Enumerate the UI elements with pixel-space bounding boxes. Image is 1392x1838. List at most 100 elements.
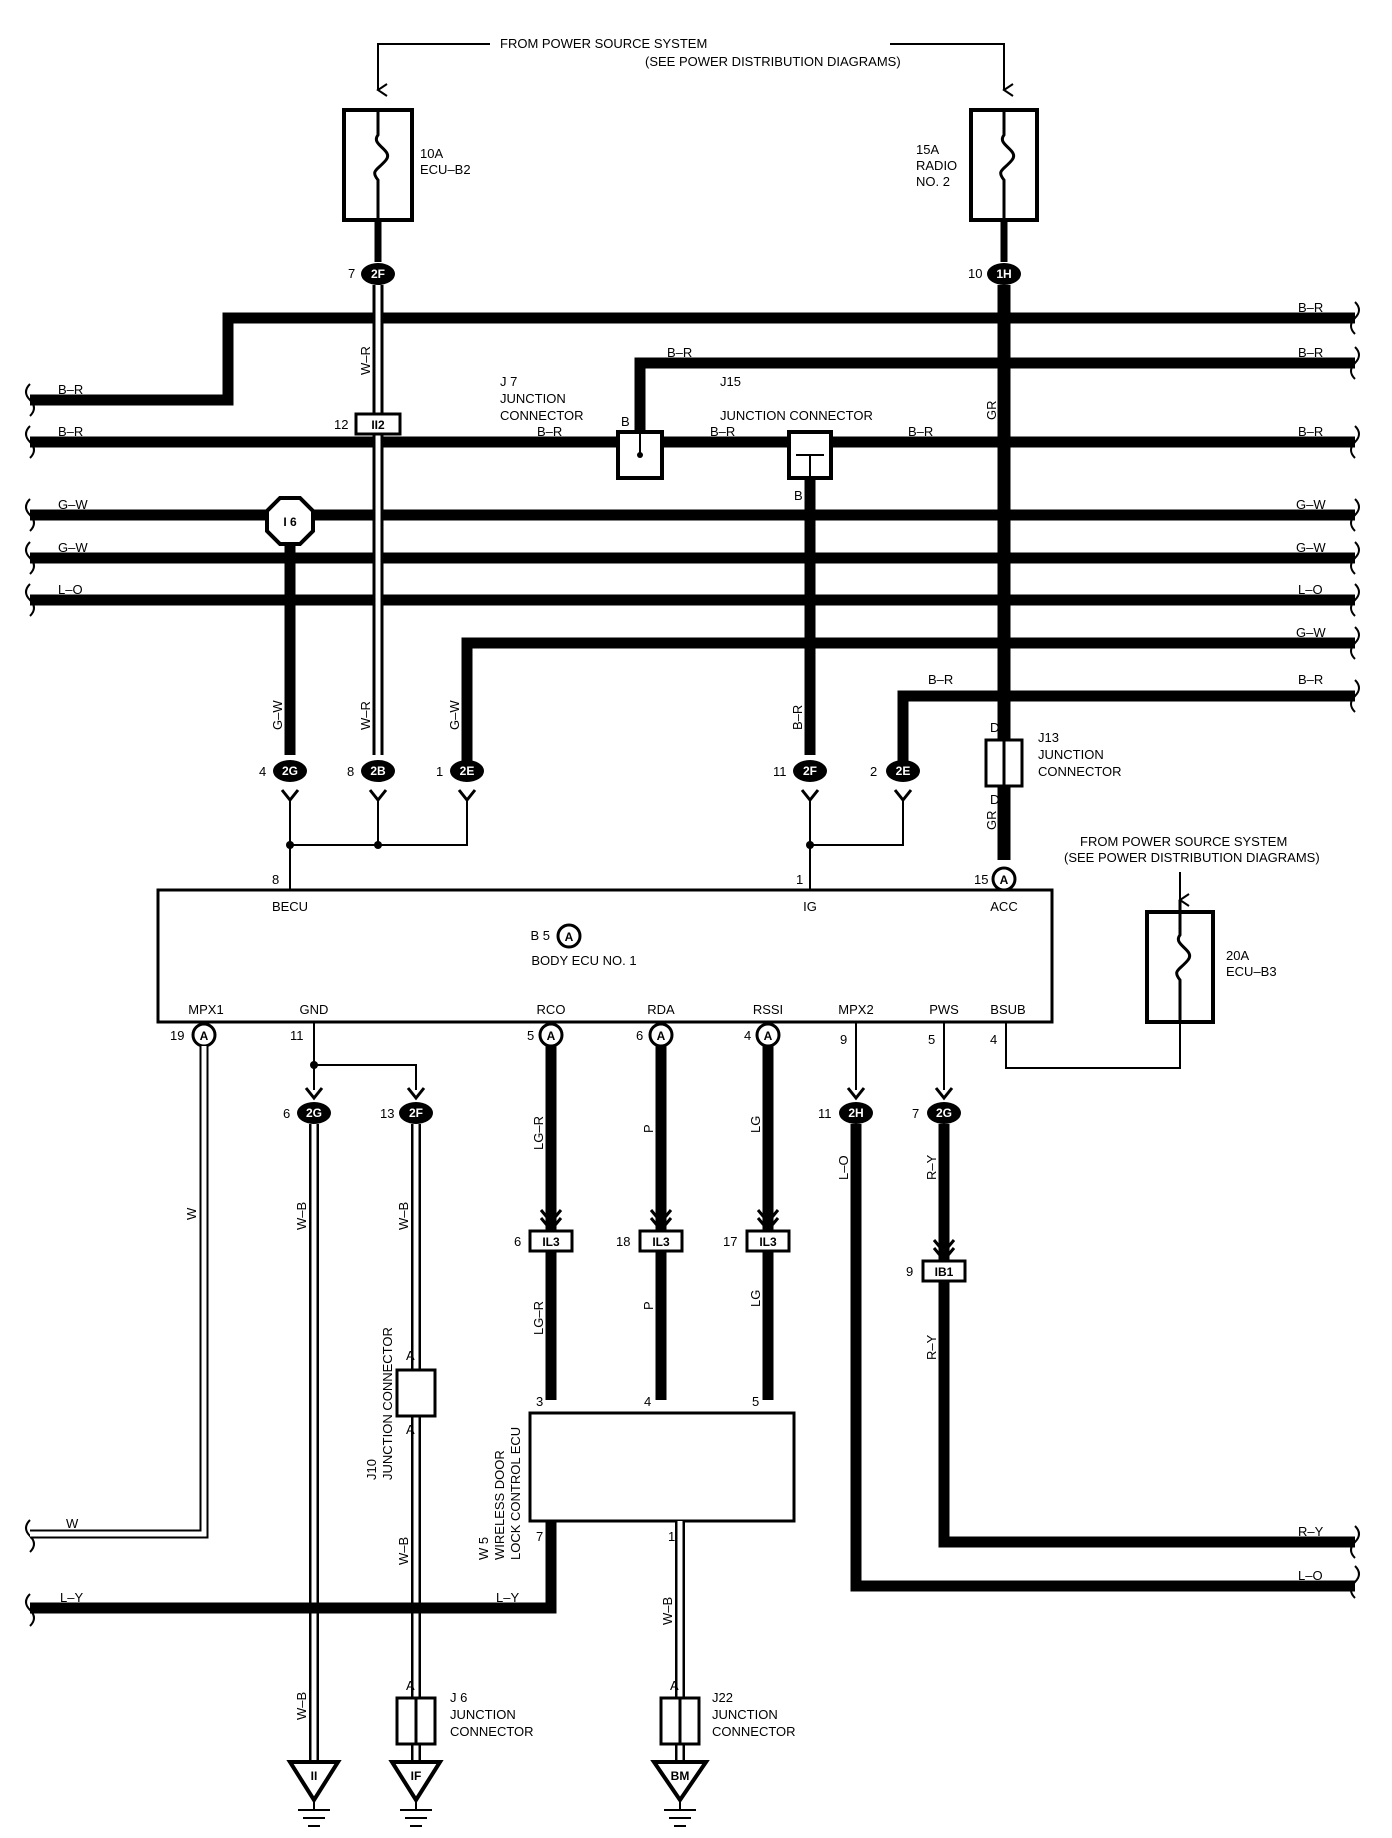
junction-id: J22 <box>712 1690 733 1705</box>
fuse-rating: 15A <box>916 142 939 157</box>
wire-label: LG–R <box>531 1116 546 1150</box>
connector-code: 2F <box>803 764 817 778</box>
connector-2g-in: 2G 4 <box>259 760 307 803</box>
ground-icon <box>298 1800 330 1827</box>
connector-code: IB1 <box>935 1265 954 1279</box>
wire-label: W–B <box>396 1202 411 1230</box>
wire-l-o-mpx2: 2H 11 L–O L–O <box>818 1022 1355 1592</box>
wire-label: W–B <box>294 1202 309 1230</box>
terminal-rco: RCO <box>537 1002 566 1017</box>
wire-label: W–R <box>358 346 373 375</box>
pin-number: 4 <box>259 764 266 779</box>
wire-label: B–R <box>1298 345 1323 360</box>
ground-code: IF <box>411 1769 422 1783</box>
arrow-icon <box>304 1087 324 1101</box>
junction-pin: B <box>600 435 609 450</box>
wire-gw-i6: G–W <box>270 540 296 755</box>
fuse-name: ECU–B3 <box>1226 964 1277 979</box>
wire-label: L–O <box>58 582 83 597</box>
wire-label: P <box>641 1301 656 1310</box>
pin-number: 3 <box>536 1394 543 1409</box>
junction-label: JUNCTION <box>500 391 566 406</box>
wire-label: L–O <box>1298 1568 1323 1583</box>
pin-number: 10 <box>968 266 982 281</box>
ecu-id: W 5 <box>476 1537 491 1560</box>
pin-number: 2 <box>870 764 877 779</box>
wire-r-y-pws: 2G 7 IB1 9 R–Y R–Y R–Y <box>906 1022 1355 1548</box>
ecu-input-connectors: 2G 4 2B 8 2E 1 2F 11 2E 2 <box>259 760 920 803</box>
junction-label: JUNCTION CONNECTOR <box>380 1327 395 1480</box>
pin-number: 4 <box>744 1028 751 1043</box>
pin-number: 17 <box>723 1234 737 1249</box>
connector-acc: A 15 <box>974 866 1017 892</box>
wire-label: P <box>641 1124 656 1133</box>
wireless-door-lock-ecu: 3 4 5 7 1 W 5 WIRELESS DOOR LOCK CONTROL… <box>476 1394 796 1560</box>
connector-2e-in: 2E 1 <box>436 760 484 803</box>
fuse-rating: 20A <box>1226 948 1249 963</box>
pin-number: 4 <box>990 1032 997 1047</box>
wire-label: L–O <box>1298 582 1323 597</box>
connector-code: 2F <box>371 267 385 281</box>
ground-code: BM <box>671 1769 690 1783</box>
junction-pin: B <box>621 414 630 429</box>
pin-number: 7 <box>348 266 355 281</box>
pin-number: 9 <box>840 1032 847 1047</box>
fuse-element-icon <box>999 110 1016 220</box>
right-power-source: FROM POWER SOURCE SYSTEM (SEE POWER DIST… <box>1005 834 1320 1069</box>
connector-il3-b: IL3 18 <box>616 1229 684 1253</box>
fuse-element-icon <box>1175 900 1192 1022</box>
ecu-name: WIRELESS DOOR <box>492 1450 507 1560</box>
wire-br-row4 <box>897 690 1355 770</box>
fuse-rating: 10A <box>420 146 443 161</box>
wire-label: G–W <box>270 700 285 730</box>
connector-2g-bottom: 2G 6 <box>283 1102 331 1124</box>
wire-label: GR <box>984 811 999 831</box>
wire-label: G–W <box>1296 497 1326 512</box>
pin-number: 5 <box>928 1032 935 1047</box>
pin-number: 11 <box>290 1028 304 1043</box>
ecu-output-pins: A 19 11 A 5 A 6 A 4 9 5 4 <box>170 1022 997 1048</box>
pin-number: 6 <box>514 1234 521 1249</box>
connector-code: A <box>565 930 574 944</box>
connector-code: 1H <box>996 267 1011 281</box>
junction-label: CONNECTOR <box>712 1724 796 1739</box>
arrow-icon <box>406 1087 426 1101</box>
ecu-id: B 5 <box>530 928 550 943</box>
source-label-right-2: (SEE POWER DISTRIBUTION DIAGRAMS) <box>1064 850 1320 865</box>
junction-j22: A J22 JUNCTION CONNECTOR <box>659 1678 796 1746</box>
wire-label: B–R <box>1298 424 1323 439</box>
terminal-pws: PWS <box>929 1002 959 1017</box>
junction-id: J 6 <box>450 1690 467 1705</box>
connector-code: 2G <box>282 764 298 778</box>
junction-id: J 7 <box>500 374 517 389</box>
connector-code: A <box>764 1029 773 1043</box>
wire-label: G–W <box>1296 540 1326 555</box>
connector-2f-bottom: 2F 13 <box>380 1102 433 1124</box>
junction-pin: D <box>990 792 999 807</box>
wire-label: B–R <box>537 424 562 439</box>
wire-gnd-split <box>313 1030 417 1090</box>
junction-label: JUNCTION <box>450 1707 516 1722</box>
junction-label: CONNECTOR <box>1038 764 1122 779</box>
connector-2b-in: 2B 8 <box>347 760 395 803</box>
junction-j15: J15 JUNCTION CONNECTOR B B B <box>720 374 873 503</box>
wire-label: B–R <box>710 424 735 439</box>
wire-label: LG <box>748 1116 763 1133</box>
wire-label: W–B <box>396 1537 411 1565</box>
pin-number: 18 <box>616 1234 630 1249</box>
connector-code: A <box>657 1029 666 1043</box>
pin-number: 9 <box>906 1264 913 1279</box>
junction-pin: A <box>406 1348 415 1363</box>
wire-label: G–W <box>447 700 462 730</box>
connector-code: A <box>547 1029 556 1043</box>
terminal-ig: IG <box>803 899 817 914</box>
wire-label: B–R <box>1298 300 1323 315</box>
terminal-gnd: GND <box>300 1002 329 1017</box>
wire-label: G–W <box>58 540 88 555</box>
pin-number: 11 <box>773 764 787 779</box>
wire-wb-left: W–B W–B <box>294 1124 319 1760</box>
connector-code: 2F <box>409 1106 423 1120</box>
terminal-rssi: RSSI <box>753 1002 783 1017</box>
pin-number: 8 <box>272 872 279 887</box>
